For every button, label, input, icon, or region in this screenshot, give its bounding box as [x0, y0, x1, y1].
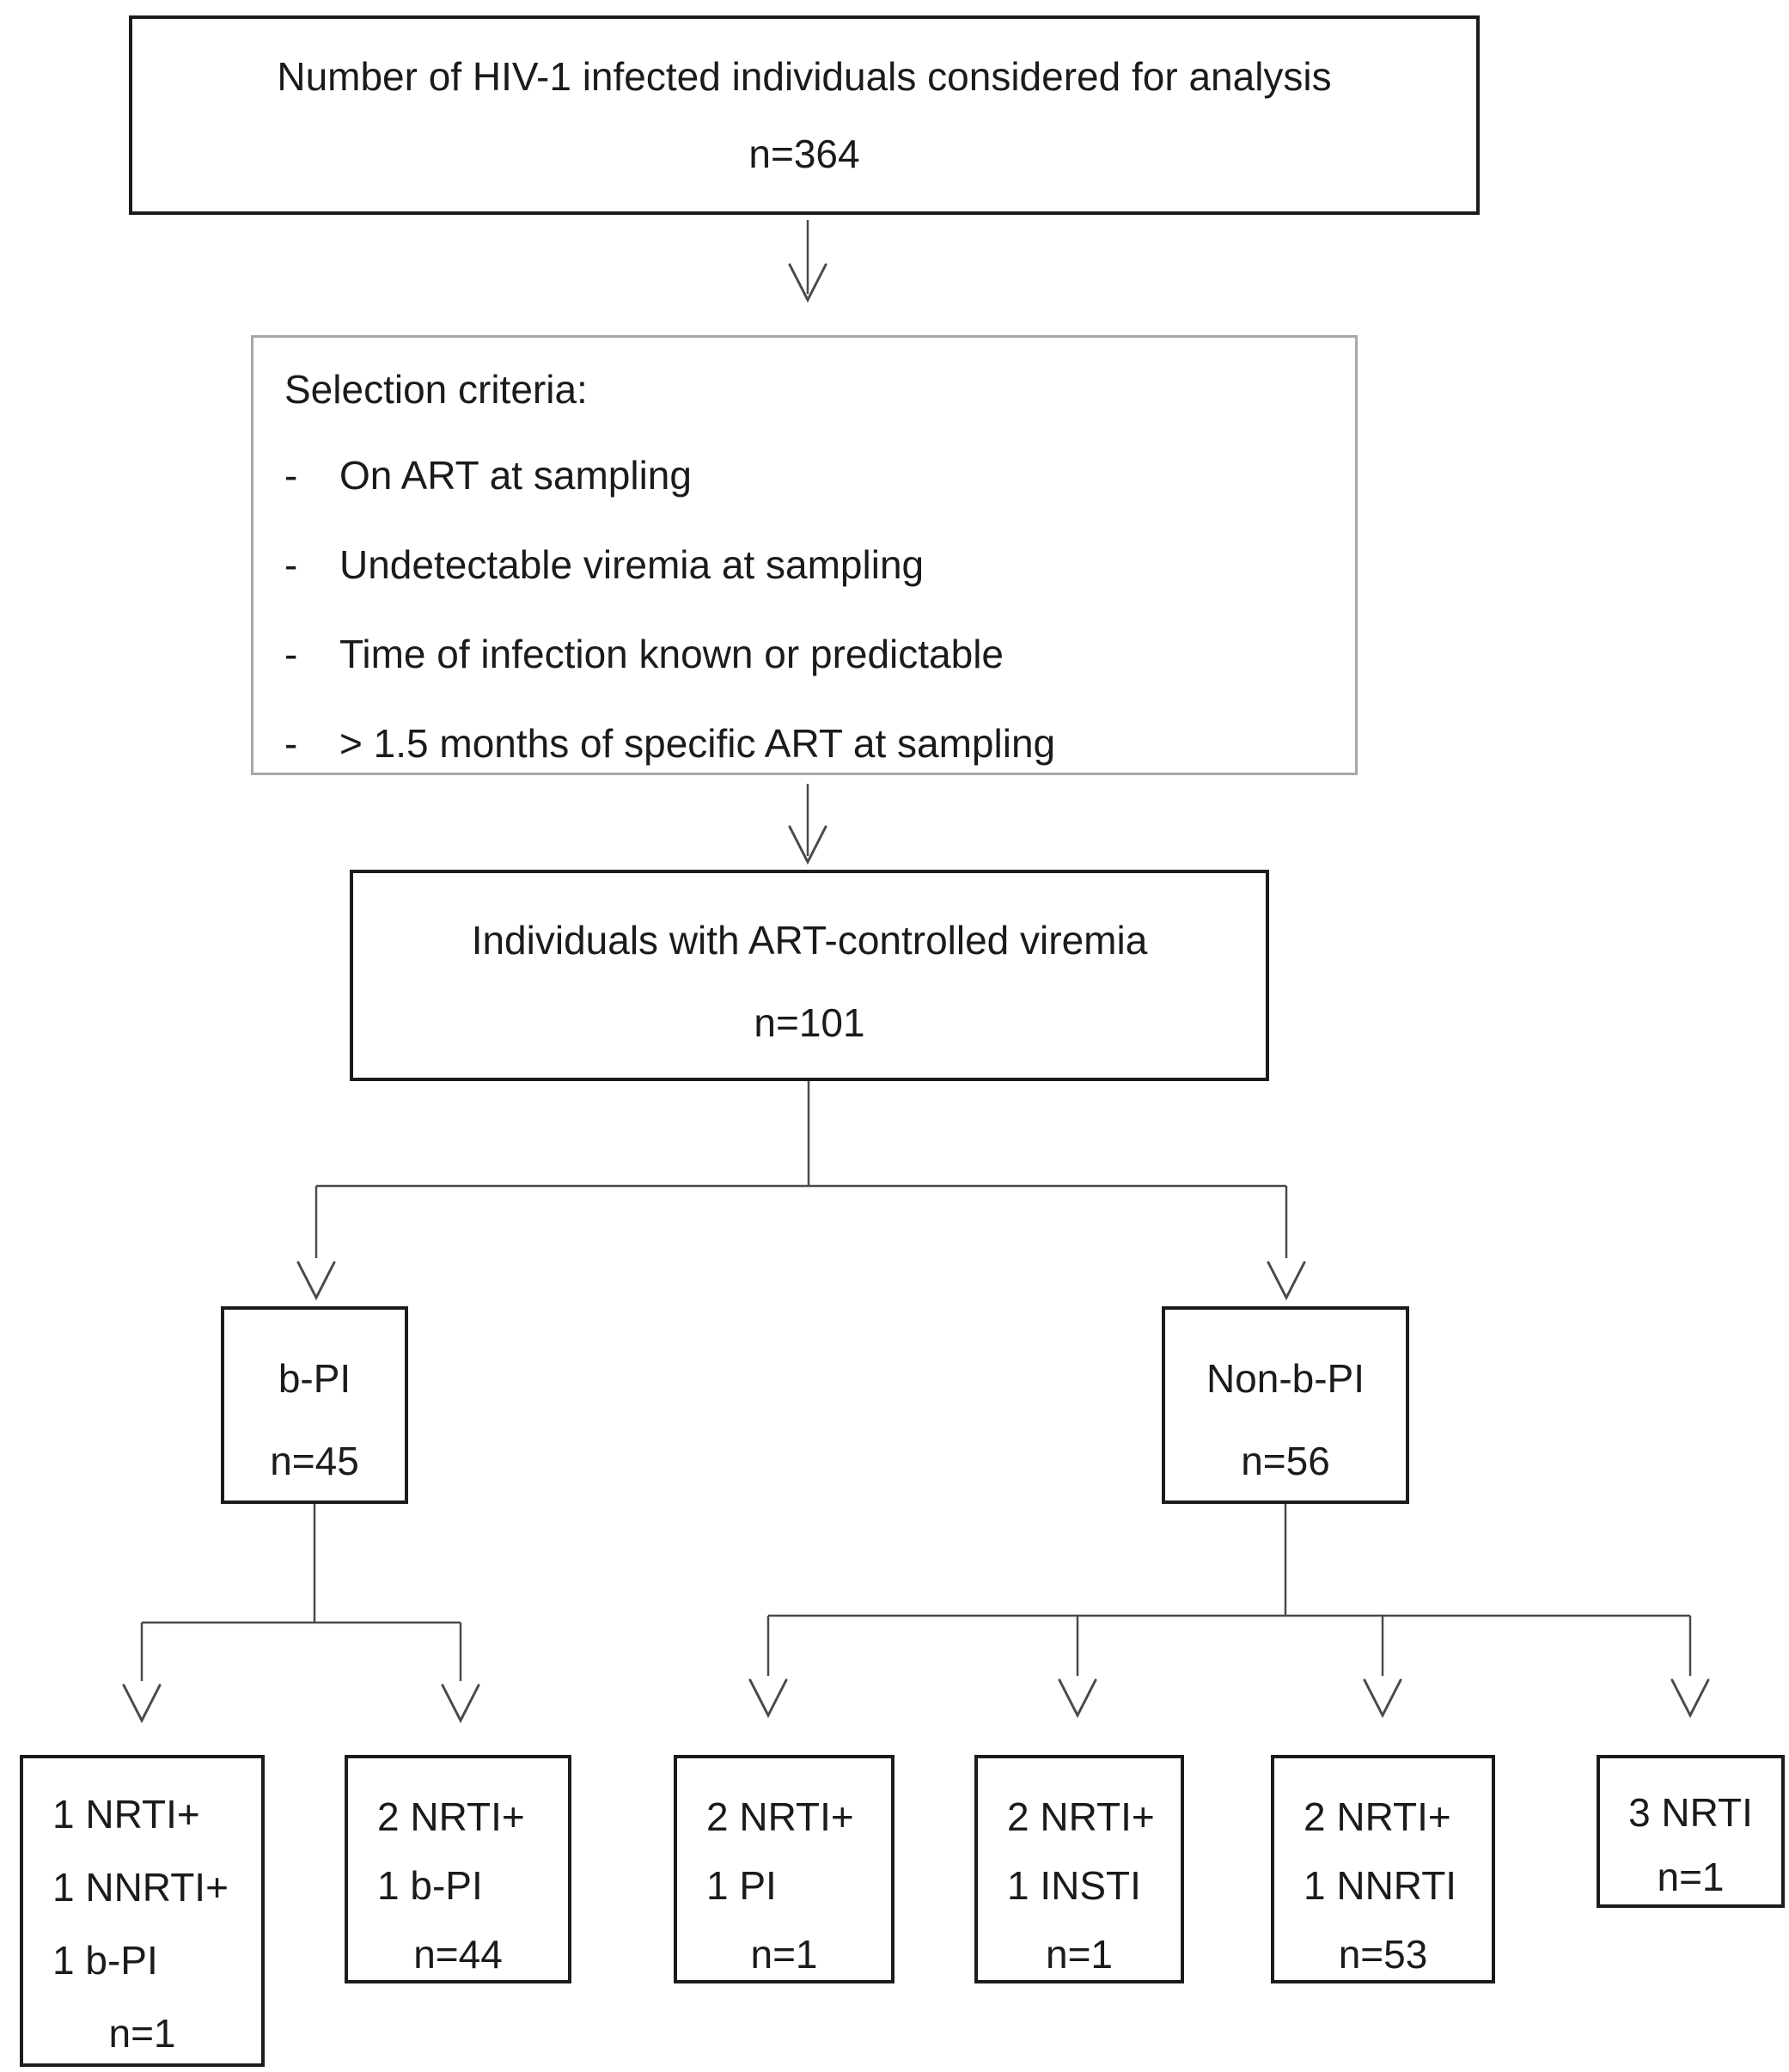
bpi-branch-box: b-PI n=45: [221, 1306, 408, 1504]
criteria-item: - Undetectable viremia at sampling: [284, 520, 924, 609]
non-bpi-label: Non-b-PI: [1206, 1356, 1365, 1401]
regimen-line: 1 NRTI+: [52, 1792, 200, 1837]
regimen-count: n=1: [1045, 1932, 1114, 1977]
arrow-down-icon: [1058, 1678, 1097, 1719]
criteria-item: - > 1.5 months of specific ART at sampli…: [284, 699, 1055, 788]
regimen-line: 1 INSTI: [1007, 1863, 1141, 1908]
art-controlled-viremia-label: Individuals with ART-controlled viremia: [471, 918, 1148, 963]
regimen-line: 2 NRTI+: [377, 1794, 525, 1839]
regimen-line: 1 b-PI: [52, 1938, 158, 1983]
arrow-down-icon: [748, 1678, 788, 1719]
regimen-count: n=1: [750, 1932, 818, 1977]
leaf-box-2nrti-1pi: 2 NRTI+ 1 PI n=1: [674, 1755, 894, 1983]
selection-criteria-title: Selection criteria:: [284, 367, 588, 412]
regimen-line: 2 NRTI+: [706, 1794, 854, 1839]
non-bpi-count: n=56: [1241, 1439, 1330, 1483]
criteria-item: - Time of infection known or predictable: [284, 609, 1004, 699]
regimen-line: 1 NNRTI: [1304, 1863, 1457, 1908]
total-individuals-label: Number of HIV-1 infected individuals con…: [277, 54, 1332, 99]
hyphen-bullet: -: [284, 632, 298, 676]
leaf-box-2nrti-1insti: 2 NRTI+ 1 INSTI n=1: [974, 1755, 1184, 1983]
arrow-down-icon: [788, 263, 827, 303]
criteria-item-label: On ART at sampling: [339, 453, 692, 498]
regimen-line: 1 NNRTI+: [52, 1865, 229, 1910]
regimen-line: 3 NRTI: [1628, 1790, 1753, 1835]
bpi-count: n=45: [270, 1439, 359, 1483]
leaf-box-3nrti: 3 NRTI n=1: [1597, 1755, 1785, 1908]
arrow-down-icon: [1670, 1678, 1710, 1719]
criteria-item-label: Undetectable viremia at sampling: [339, 542, 925, 587]
art-controlled-viremia-count: n=101: [754, 1000, 865, 1045]
hyphen-bullet: -: [284, 453, 298, 498]
regimen-line: 1 b-PI: [377, 1863, 483, 1908]
leaf-box-2nrti-1nnrti: 2 NRTI+ 1 NNRTI n=53: [1271, 1755, 1495, 1983]
arrow-down-icon: [296, 1261, 336, 1301]
hyphen-bullet: -: [284, 721, 298, 766]
non-bpi-branch-box: Non-b-PI n=56: [1162, 1306, 1409, 1504]
arrow-down-icon: [788, 825, 827, 865]
criteria-item-label: Time of infection known or predictable: [339, 632, 1004, 676]
regimen-count: n=1: [108, 2011, 176, 2056]
regimen-line: 1 PI: [706, 1863, 777, 1908]
art-controlled-viremia-box: Individuals with ART-controlled viremia …: [350, 870, 1269, 1081]
arrow-down-icon: [122, 1684, 162, 1724]
total-individuals-count: n=364: [748, 131, 860, 176]
regimen-line: 2 NRTI+: [1007, 1794, 1155, 1839]
leaf-box-2nrti-1bpi: 2 NRTI+ 1 b-PI n=44: [345, 1755, 571, 1983]
hyphen-bullet: -: [284, 542, 298, 587]
criteria-item-label: > 1.5 months of specific ART at sampling: [339, 721, 1056, 766]
regimen-count: n=1: [1657, 1855, 1725, 1899]
arrow-down-icon: [1267, 1261, 1306, 1301]
regimen-count: n=44: [413, 1932, 503, 1977]
arrow-down-icon: [441, 1684, 480, 1724]
regimen-count: n=53: [1338, 1932, 1428, 1977]
arrow-down-icon: [1363, 1678, 1402, 1719]
total-individuals-box: Number of HIV-1 infected individuals con…: [129, 15, 1480, 215]
leaf-box-1nrti-1nnrti-1bpi: 1 NRTI+ 1 NNRTI+ 1 b-PI n=1: [20, 1755, 265, 2067]
criteria-item: - On ART at sampling: [284, 431, 692, 520]
bpi-label: b-PI: [278, 1356, 351, 1401]
selection-criteria-box: Selection criteria: - On ART at sampling…: [251, 335, 1358, 775]
regimen-line: 2 NRTI+: [1304, 1794, 1451, 1839]
